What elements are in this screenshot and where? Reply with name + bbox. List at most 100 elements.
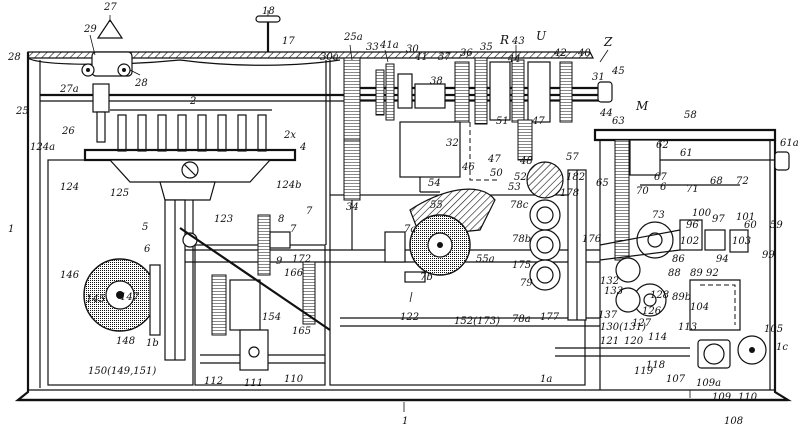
label-47b: 47: [531, 116, 545, 127]
label-28a: 28: [7, 52, 21, 63]
label-1a: 1a: [540, 374, 552, 385]
label-25a: 25a: [343, 32, 363, 43]
label-47: 47: [487, 154, 501, 165]
label-27a: 27a: [59, 84, 79, 95]
label-2x: 2x: [283, 130, 296, 141]
diagonal-link: [179, 227, 331, 331]
gear-columns: [179, 57, 361, 371]
label-1c: 1c: [776, 342, 788, 353]
label-78b: 78b: [512, 234, 531, 245]
label-60: 60: [744, 220, 757, 231]
label-133: 133: [604, 286, 623, 297]
label-182: 182: [566, 172, 585, 183]
label-175: 175: [512, 260, 531, 271]
label-79: 79: [520, 278, 533, 289]
gear-34: [343, 139, 361, 201]
label-103: 103: [732, 236, 751, 247]
label-71: 71: [686, 184, 699, 195]
label-102: 102: [680, 236, 699, 247]
label-6: 6: [144, 244, 151, 255]
label-108: 108: [724, 416, 743, 427]
label-59: 59: [770, 220, 783, 231]
label-145: 145: [86, 294, 105, 305]
label-54: 54: [428, 178, 441, 189]
label-17: 17: [282, 36, 295, 47]
label-111: 111: [244, 378, 263, 389]
right-housing-top: [593, 128, 777, 142]
label-172: 172: [292, 254, 311, 265]
label-96: 96: [686, 220, 699, 231]
label-114: 114: [648, 332, 667, 343]
label-97: 97: [712, 214, 725, 225]
label-R: R: [499, 33, 509, 47]
label-86: 86: [672, 254, 685, 265]
label-68: 68: [710, 176, 723, 187]
label-45: 45: [611, 66, 625, 77]
label-110-left: 110: [284, 374, 304, 385]
label-109a: 109a: [696, 378, 721, 389]
label-1b: 1b: [146, 338, 159, 349]
label-51: 51: [496, 116, 509, 127]
label-176: 176: [582, 234, 602, 245]
label-100: 100: [692, 208, 712, 219]
gear-8: [257, 214, 271, 276]
label-42: 42: [553, 48, 567, 59]
label-7a: 7a: [404, 224, 416, 235]
label-73: 73: [652, 210, 665, 221]
label-9: 9: [276, 256, 283, 267]
label-112: 112: [204, 376, 223, 387]
label-55: 55: [430, 200, 443, 211]
label-125: 125: [110, 188, 129, 199]
label-104: 104: [690, 302, 709, 313]
callout-labels: 27 29 18 17 25a 33 41a 30 35 R 43 U Z 42…: [7, 2, 799, 427]
label-5: 5: [142, 222, 148, 233]
plunger-block: [92, 83, 110, 113]
label-132: 132: [600, 276, 619, 287]
gear-43: [511, 59, 525, 123]
label-43: 43: [511, 36, 525, 47]
label-41: 41: [414, 52, 428, 63]
label-110: 110: [738, 392, 758, 403]
label-46: 46: [461, 162, 475, 173]
label-Z: Z: [603, 35, 613, 49]
label-40: 40: [577, 48, 591, 59]
top-shaft-assembly: [360, 57, 613, 193]
label-7b: 7b: [420, 272, 433, 283]
label-25: 25: [15, 106, 29, 117]
label-37: 37: [438, 52, 451, 63]
label-113: 113: [678, 322, 697, 333]
label-1-bottom: 1: [402, 416, 408, 427]
label-62: 62: [656, 140, 669, 151]
box-32: [399, 121, 461, 178]
left-bevel-gear: [83, 199, 198, 361]
label-89: 89: [690, 268, 703, 279]
label-121: 121: [600, 336, 619, 347]
label-26: 26: [61, 126, 75, 137]
label-128: 128: [650, 290, 669, 301]
label-88: 88: [668, 268, 681, 279]
label-8: 8: [278, 214, 284, 225]
label-65: 65: [596, 178, 609, 189]
label-178: 178: [560, 188, 579, 199]
label-M: M: [635, 99, 649, 113]
label-27: 27: [103, 2, 117, 13]
label-107: 107: [666, 374, 686, 385]
label-58: 58: [684, 110, 697, 121]
label-166: 166: [284, 268, 304, 279]
label-38: 38: [430, 76, 443, 87]
top-left-assembly: [81, 15, 297, 201]
label-152: 152(173): [454, 316, 500, 327]
label-89b: 89b: [672, 292, 691, 303]
label-101: 101: [736, 212, 755, 223]
label-123: 123: [214, 214, 233, 225]
label-150: 150(149,151): [88, 366, 156, 377]
label-7-top: 7: [306, 206, 313, 217]
label-50: 50: [490, 168, 503, 179]
label-63: 63: [612, 116, 625, 127]
label-120: 120: [624, 336, 644, 347]
label-119: 119: [634, 366, 654, 377]
label-52: 52: [514, 172, 527, 183]
label-30: 30: [406, 44, 419, 55]
label-57: 57: [566, 152, 579, 163]
label-30a: 30a: [320, 52, 339, 63]
